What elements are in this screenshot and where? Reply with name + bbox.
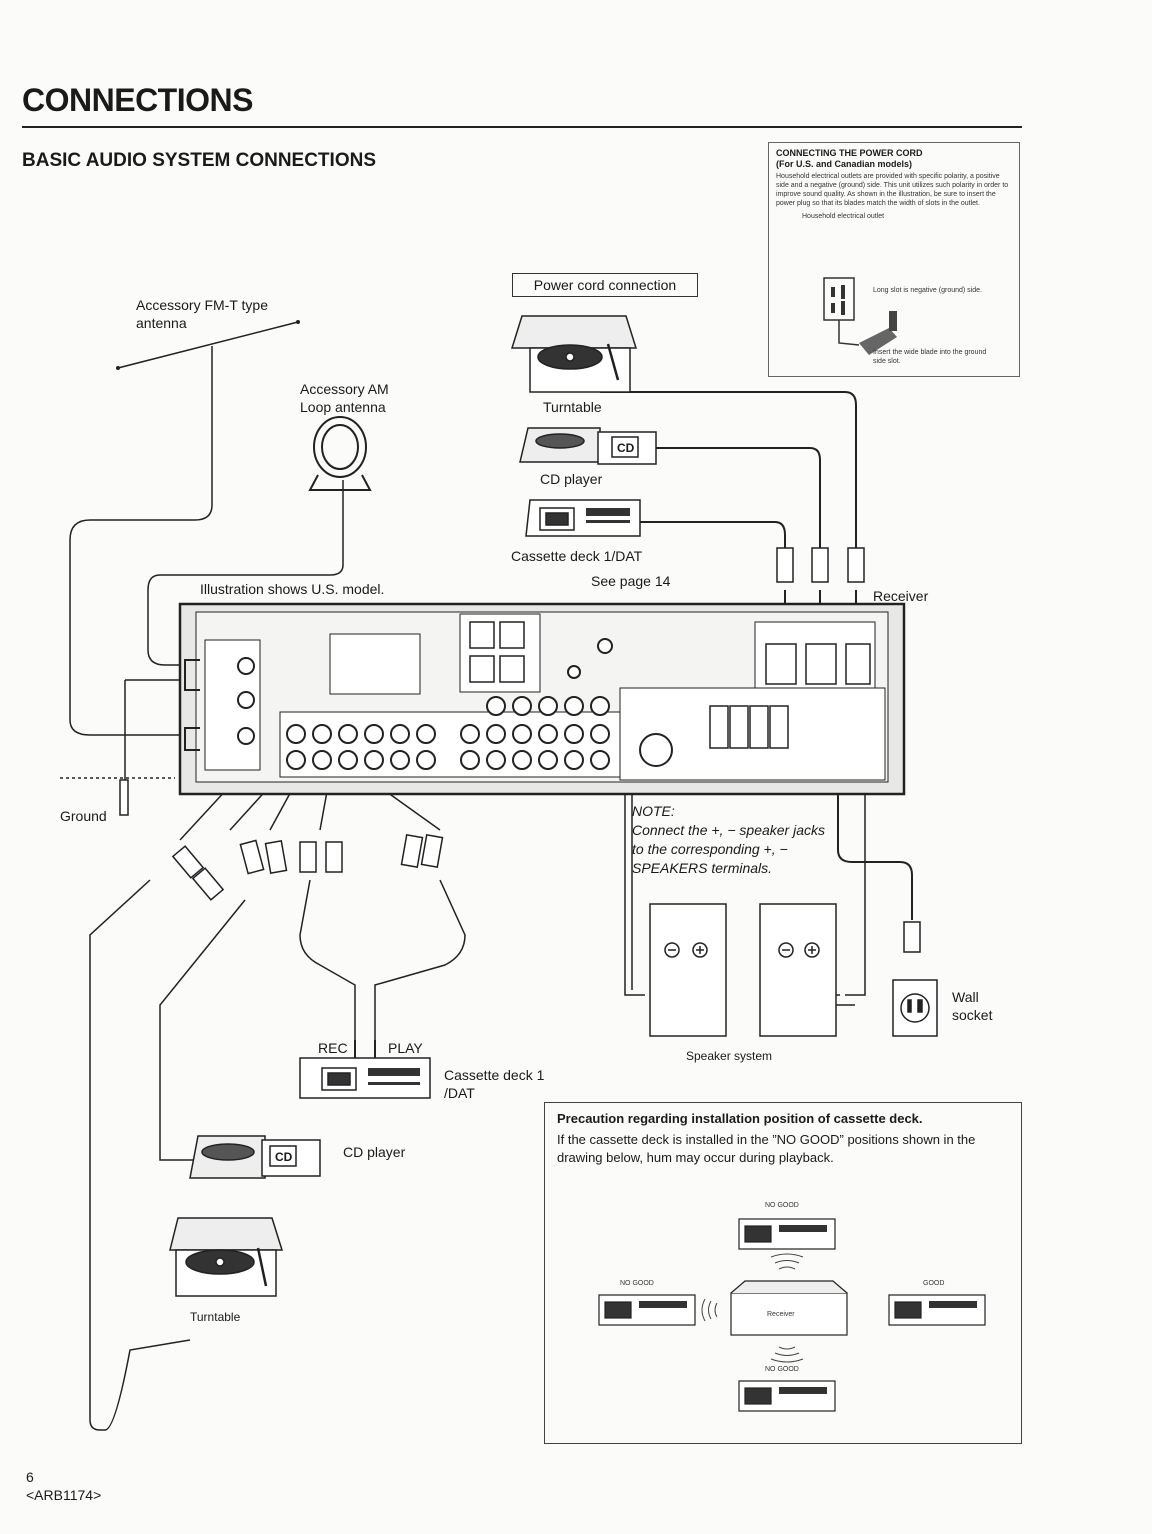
precaution-box: Precaution regarding installation positi… <box>544 1102 1022 1444</box>
am-antenna-label: Accessory AM Loop antenna <box>300 381 389 415</box>
speaker-right <box>759 903 837 1037</box>
no-good-bottom-label: NO GOOD <box>765 1366 799 1373</box>
cd-player-top <box>519 427 657 465</box>
outlet-label: Household electrical outlet <box>802 213 885 220</box>
speaker-note: NOTE: Connect the +, − speaker jacks to … <box>632 802 832 878</box>
power-box-text: Household electrical outlets are provide… <box>776 173 1009 207</box>
power-cord-info-box: CONNECTING THE POWER CORD (For U.S. and … <box>768 142 1020 377</box>
receiver-label: Receiver <box>873 588 929 604</box>
section-title: BASIC AUDIO SYSTEM CONNECTIONS <box>22 150 376 171</box>
cd-player-bottom <box>189 1135 321 1179</box>
turntable-top-label: Turntable <box>543 399 602 415</box>
cd-badge-bottom: CD <box>275 1150 293 1164</box>
speaker-system-label: Speaker system <box>686 1049 773 1063</box>
play-label: PLAY <box>388 1040 423 1056</box>
illustration-note: Illustration shows U.S. model. <box>200 581 385 597</box>
turntable-bottom <box>169 1217 284 1297</box>
turntable-top <box>510 315 638 393</box>
no-good-left-label: NO GOOD <box>620 1280 654 1287</box>
rec-label: REC <box>318 1040 348 1056</box>
note-title: NOTE: <box>632 803 675 819</box>
rca-plugs-top <box>776 547 865 583</box>
cassette-bottom-label: Cassette deck 1 /DAT <box>444 1067 545 1101</box>
power-box-subheading: (For U.S. and Canadian models) <box>776 159 913 169</box>
doc-code: <ARB1174> <box>26 1487 102 1503</box>
title-rule <box>22 126 1022 128</box>
long-slot-note: Long slot is negative (ground) side. <box>873 287 982 294</box>
speaker-terminals <box>469 621 789 749</box>
no-good-top-label: NO GOOD <box>765 1202 799 1209</box>
cd-player-top-label: CD player <box>540 471 603 487</box>
receiver-rear-panel <box>178 602 906 796</box>
outlet-plug-illustration <box>823 277 897 355</box>
wall-socket <box>892 921 938 1037</box>
cassette-top-label: Cassette deck 1/DAT <box>511 548 643 564</box>
page-number: 6 <box>26 1469 34 1485</box>
turntable-bottom-label: Turntable <box>190 1310 241 1324</box>
precaution-text: If the cassette deck is installed in the… <box>557 1132 976 1165</box>
cassette-deck-top <box>525 499 641 537</box>
precaution-receiver-label: Receiver <box>767 1311 795 1318</box>
see-page-label: See page 14 <box>591 573 671 589</box>
fm-antenna-label: Accessory FM-T type antenna <box>136 297 268 331</box>
am-loop-antenna <box>308 416 372 491</box>
good-right-label: GOOD <box>923 1280 945 1287</box>
wide-blade-note: Insert the wide blade into the ground si… <box>873 349 987 365</box>
note-text: Connect the +, − speaker jacks to the co… <box>632 822 825 876</box>
ac-outlets <box>765 643 871 685</box>
ground-label: Ground <box>60 808 107 824</box>
rca-plugs-bottom <box>171 833 444 901</box>
receiver-jacks <box>237 638 673 770</box>
precaution-title: Precaution regarding installation positi… <box>557 1111 923 1126</box>
power-cord-connection-label: Power cord connection <box>512 273 698 297</box>
power-box-heading: CONNECTING THE POWER CORD <box>776 148 923 158</box>
precaution-diagram <box>598 1218 986 1412</box>
wall-socket-label: Wall socket <box>952 989 993 1023</box>
cd-badge-top: CD <box>617 441 635 455</box>
speaker-left <box>649 903 727 1037</box>
page-title: CONNECTIONS <box>22 82 253 118</box>
cd-player-bottom-label: CD player <box>343 1144 406 1160</box>
